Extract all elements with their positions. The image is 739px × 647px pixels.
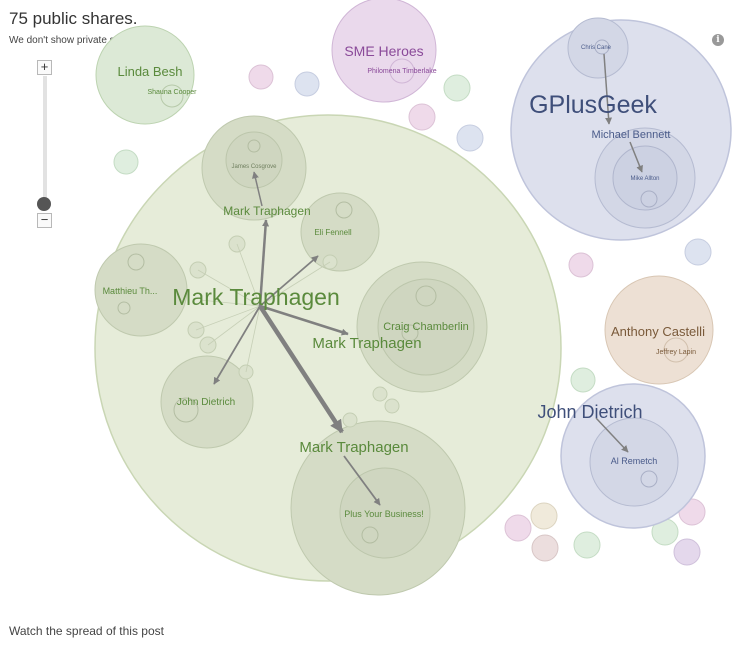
john-small-label[interactable]: John Dietrich — [177, 397, 235, 408]
al-label[interactable]: Al Remetch — [611, 456, 658, 466]
zoom-out-button[interactable]: − — [37, 213, 52, 228]
arrow-michael-to-mike — [629, 141, 643, 173]
share-count-title: 75 public shares. — [9, 9, 138, 28]
plus-business-label[interactable]: Plus Your Business! — [344, 509, 424, 519]
arrow-to-plus-business — [343, 455, 381, 506]
watch-spread-link[interactable]: Watch the spread of this post — [9, 624, 164, 638]
mark-top-label[interactable]: Mark Traphagen — [223, 204, 310, 218]
arrow-to-john-small — [213, 305, 261, 385]
matthieu-label[interactable]: Matthieu Th... — [103, 286, 158, 296]
sme-heroes-cluster[interactable]: SME Heroes Philomena Timberlake — [331, 0, 437, 103]
eli-fennell-circle[interactable] — [300, 192, 380, 272]
arrow-john-to-al — [595, 417, 629, 453]
arrow-to-james — [252, 171, 263, 207]
mark-low-label[interactable]: Mark Traphagen — [299, 439, 408, 456]
arrow-to-mark-top — [258, 219, 270, 307]
arrow-to-mark-low — [258, 304, 344, 434]
gplusgeek-cluster[interactable]: GPlusGeek Chris Cane Michael Bennett Mik… — [510, 17, 732, 241]
mark-traphagen-cluster[interactable]: Mark Traphagen Mark Traphagen James Cosg… — [94, 114, 562, 596]
anthony-label[interactable]: Anthony Castelli — [611, 324, 705, 339]
zoom-in-button[interactable]: + — [37, 60, 52, 75]
james-label[interactable]: James Cosgrove — [231, 164, 277, 170]
arrow-gplus-to-michael — [603, 53, 613, 125]
john-dietrich-cluster[interactable]: John Dietrich Al Remetch — [537, 383, 706, 529]
arrow-to-eli — [259, 255, 319, 307]
zoom-slider-track[interactable] — [43, 76, 47, 204]
michael-label[interactable]: Michael Bennett — [592, 129, 671, 141]
mike-label[interactable]: Mike Allton — [630, 176, 659, 182]
linda-besh-cluster[interactable]: Linda Besh Shauna Cooper — [95, 25, 197, 125]
arrow-to-craig — [259, 304, 349, 336]
leaf-circle — [113, 149, 139, 175]
jeffrey-label[interactable]: Jeffrey Lapin — [656, 349, 696, 356]
linda-label[interactable]: Linda Besh — [117, 64, 182, 79]
anthony-castelli-cluster[interactable]: Anthony Castelli Jeffrey Lapin — [604, 275, 714, 385]
philomena-label[interactable]: Philomena Timberlake — [367, 68, 436, 75]
john-big-label[interactable]: John Dietrich — [537, 402, 642, 422]
craig-label[interactable]: Craig Chamberlin — [383, 321, 469, 333]
chris-label[interactable]: Chris Cane — [581, 45, 612, 51]
origin-label[interactable]: Mark Traphagen — [172, 284, 339, 310]
private-shares-note: We don't show private shares. — [9, 35, 143, 46]
eli-label[interactable]: Eli Fennell — [314, 228, 352, 237]
john-dietrich-small-circle[interactable] — [160, 355, 254, 449]
gplus-label[interactable]: GPlusGeek — [529, 91, 657, 119]
mark-mid-label[interactable]: Mark Traphagen — [312, 335, 421, 352]
shauna-label[interactable]: Shauna Cooper — [147, 89, 197, 96]
sme-label[interactable]: SME Heroes — [344, 43, 423, 59]
matthieu-circle[interactable] — [94, 243, 188, 337]
zoom-slider-handle[interactable] — [37, 197, 51, 211]
info-icon[interactable]: i — [712, 34, 724, 46]
